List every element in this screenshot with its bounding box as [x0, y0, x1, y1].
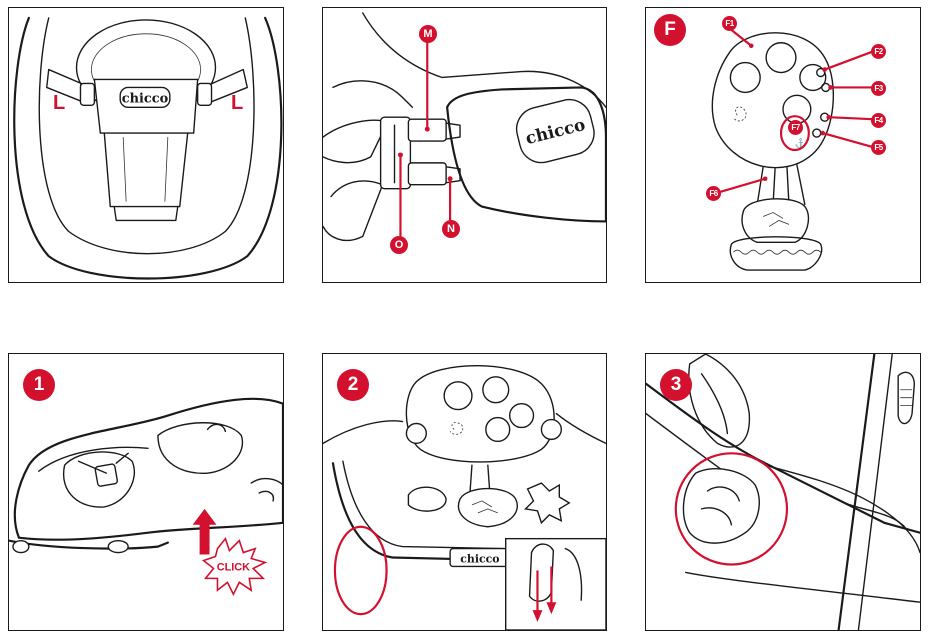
brand-logo-text: chicco [122, 91, 169, 106]
callout-f6: F6 [706, 186, 721, 201]
callout-f5: F5 [871, 140, 886, 155]
callout-m: M [419, 25, 437, 43]
step-badge-f: F [654, 14, 686, 46]
right-strap-label: L [231, 92, 244, 114]
panel-step-2: chicco 2 [322, 353, 607, 631]
step-1-illustration: CLICK [9, 397, 283, 597]
step-badge-2: 2 [337, 369, 369, 401]
callout-n: N [442, 220, 460, 238]
callout-f1: F1 [722, 16, 737, 31]
callout-f7: F7 [788, 120, 803, 135]
callout-f2: F2 [871, 44, 886, 59]
callout-f3: F3 [871, 81, 886, 96]
step-2-illustration: chicco [323, 365, 606, 630]
step-badge-3: 3 [660, 369, 692, 401]
buckle-illustration: chicco [323, 12, 606, 242]
step-badge-1: 1 [23, 369, 55, 401]
callout-f4: F4 [871, 113, 886, 128]
panel-step-3: 3 [645, 353, 921, 631]
brand-logo-text: chicco [460, 552, 499, 565]
panel-step-1: CLICK 1 [8, 353, 284, 631]
left-strap-label: L [53, 92, 66, 114]
toy-mobile-illustration: ⚓ [711, 28, 873, 271]
callout-o: O [390, 236, 408, 254]
click-label: CLICK [217, 561, 250, 573]
panel-toy-mobile: ⚓ F F1 F2 F3 F4 F5 F6 F7 [645, 7, 921, 283]
panel-harness-straps: chicco L L [8, 7, 284, 283]
harness-seat-illustration: chicco [13, 16, 283, 280]
panel-buckle-detail: chicco M N O [322, 7, 607, 283]
step-3-illustration [646, 354, 920, 630]
